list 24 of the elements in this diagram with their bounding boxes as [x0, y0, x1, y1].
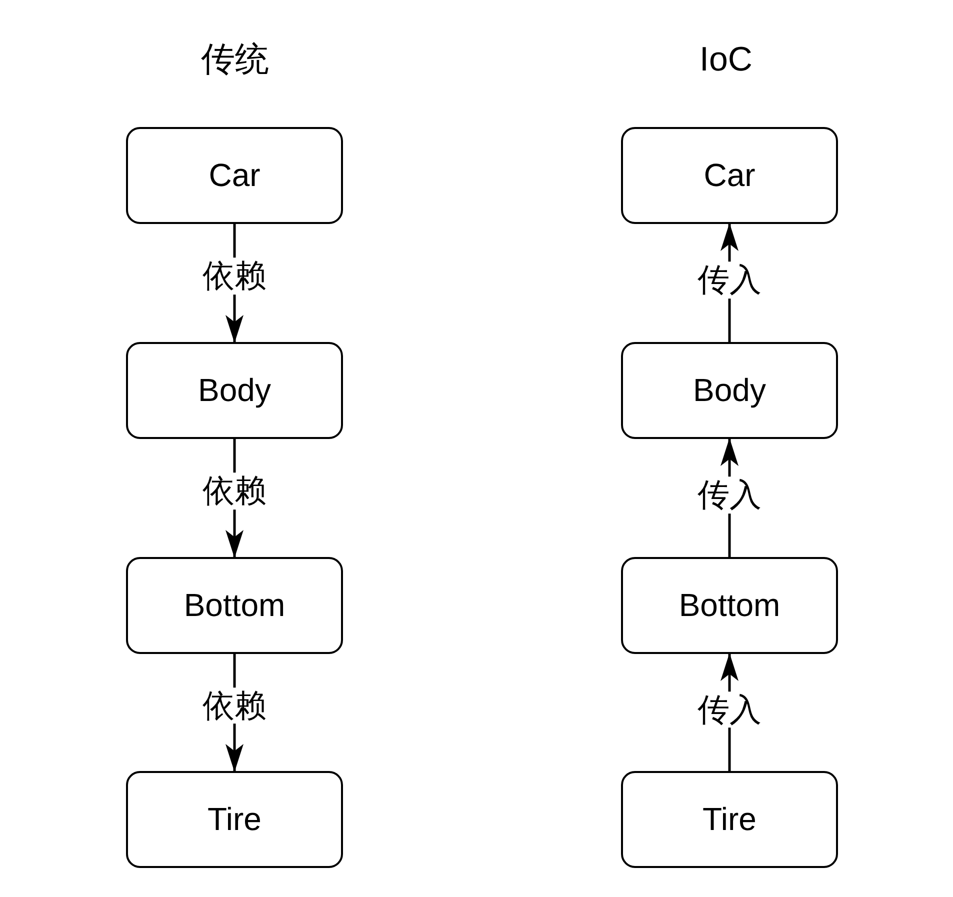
- column-heading: IoC: [700, 40, 752, 80]
- process-box: [621, 771, 838, 868]
- box-label: Bottom: [678, 587, 780, 624]
- box-label: Car: [208, 157, 260, 194]
- process-box: [621, 557, 838, 654]
- box-label: Tire: [208, 801, 262, 838]
- process-box: [621, 342, 838, 439]
- process-box: [126, 771, 343, 868]
- process-box: [126, 557, 343, 654]
- box-label: Body: [693, 372, 766, 409]
- edge-label: 依赖: [202, 472, 268, 510]
- column-heading: 传统: [201, 40, 269, 80]
- box-label: Car: [704, 157, 756, 194]
- box-label: Tire: [702, 801, 756, 838]
- edge-label: 依赖: [202, 258, 268, 294]
- edge-label: 依赖: [202, 687, 268, 724]
- edge-label: 传入: [696, 476, 762, 514]
- box-label: Bottom: [184, 587, 286, 624]
- box-label: Body: [198, 372, 271, 409]
- edge-label: 传入: [696, 262, 762, 298]
- process-box: [126, 342, 343, 439]
- process-box: [126, 127, 343, 224]
- process-box: [621, 127, 838, 224]
- edge-label: 传入: [696, 691, 762, 728]
